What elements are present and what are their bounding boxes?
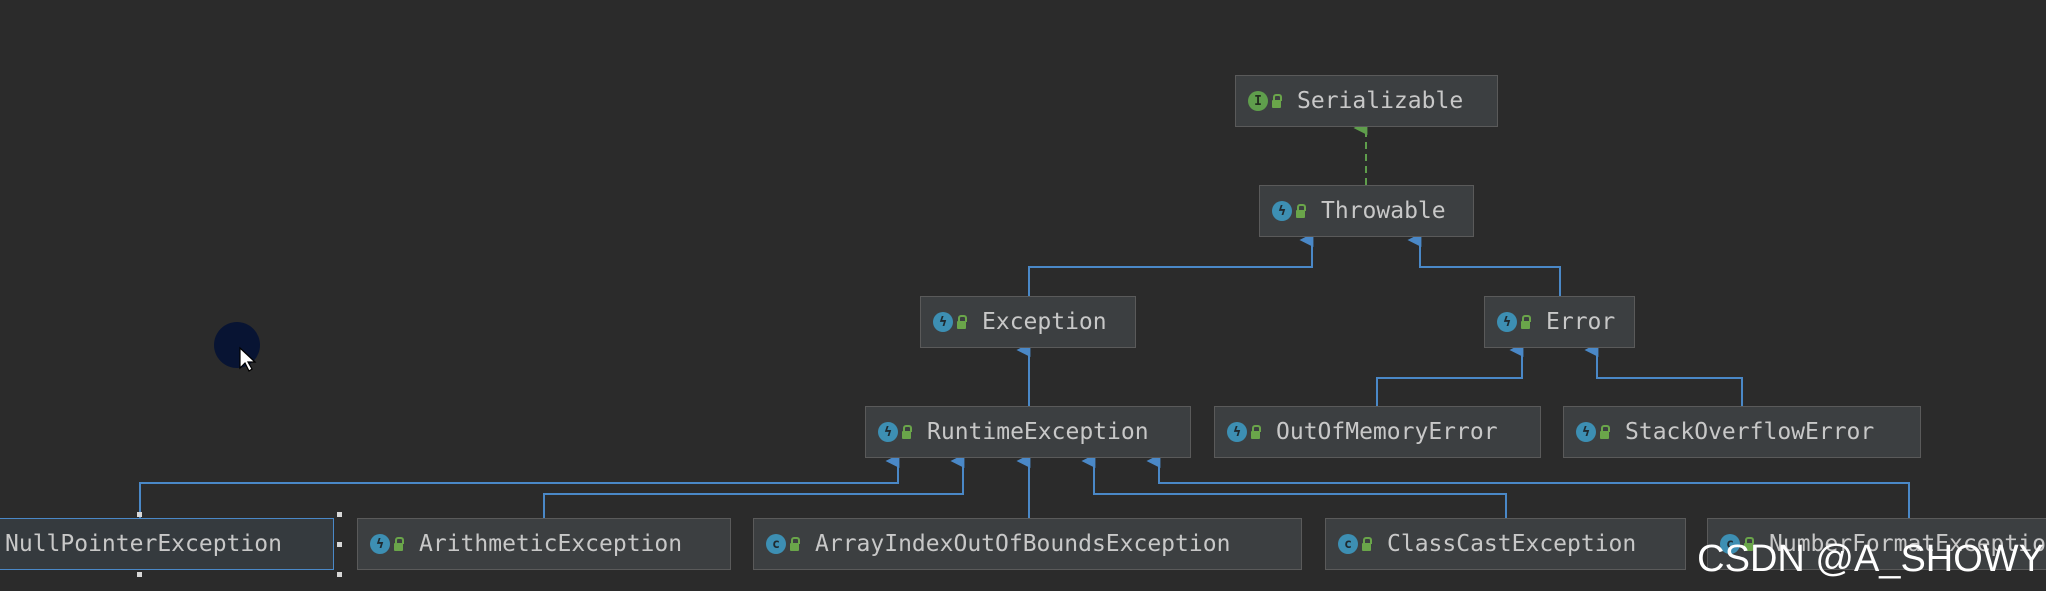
- node-label: NumberFormatException: [1769, 531, 2046, 557]
- exception-class-icon: ϟ: [1272, 201, 1292, 221]
- node-outofmemoryerror[interactable]: ϟ OutOfMemoryError: [1214, 406, 1541, 458]
- node-label: ArrayIndexOutOfBoundsException: [815, 531, 1231, 557]
- watermark: CSDN @A_SHOWY: [1697, 538, 2044, 580]
- exception-class-icon: ϟ: [878, 422, 898, 442]
- selection-handle[interactable]: [137, 512, 142, 517]
- node-label: StackOverflowError: [1625, 419, 1875, 445]
- edge-classcastexception-runtimeexception: [1081, 454, 1507, 518]
- exception-class-icon: ϟ: [933, 312, 953, 332]
- cursor-highlight: [214, 322, 260, 372]
- class-icon: c: [1338, 534, 1358, 554]
- node-label: Error: [1546, 309, 1616, 335]
- node-error[interactable]: ϟ Error: [1484, 296, 1635, 348]
- node-label: NullPointerException: [5, 531, 282, 557]
- lock-icon: [1296, 204, 1306, 218]
- selection-handle[interactable]: [337, 542, 342, 547]
- lock-icon: [1362, 537, 1372, 551]
- node-label: Serializable: [1297, 88, 1464, 114]
- class-icon: c: [1720, 534, 1740, 554]
- lock-icon: [1744, 537, 1754, 551]
- class-icon: c: [766, 534, 786, 554]
- exception-class-icon: ϟ: [1576, 422, 1596, 442]
- selection-handle[interactable]: [137, 572, 142, 577]
- node-numberformatexception[interactable]: c NumberFormatException: [1707, 518, 2046, 570]
- node-label: RuntimeException: [927, 419, 1149, 445]
- node-label: ArithmeticException: [419, 531, 683, 557]
- node-exception[interactable]: ϟ Exception: [920, 296, 1136, 348]
- pointer-cursor-icon: [239, 346, 257, 372]
- node-label: OutOfMemoryError: [1276, 419, 1498, 445]
- node-serializable[interactable]: I Serializable: [1235, 75, 1498, 127]
- edge-error-throwable: [1407, 233, 1561, 296]
- edge-outofmemoryerror-error: [1376, 343, 1524, 406]
- node-runtimeexception[interactable]: ϟ RuntimeException: [865, 406, 1191, 458]
- selection-handle[interactable]: [337, 512, 342, 517]
- lock-icon: [1521, 315, 1531, 329]
- exception-class-icon: ϟ: [1227, 422, 1247, 442]
- node-label: Throwable: [1321, 198, 1446, 224]
- interface-icon: I: [1248, 91, 1268, 111]
- lock-icon: [790, 537, 800, 551]
- lock-icon: [1272, 94, 1282, 108]
- lock-icon: [957, 315, 967, 329]
- lock-icon: [902, 425, 912, 439]
- lock-icon: [394, 537, 404, 551]
- edge-numberformatexception-runtimeexception: [1146, 454, 1910, 518]
- exception-class-icon: ϟ: [370, 534, 390, 554]
- edge-stackoverflowerror-error: [1584, 343, 1743, 406]
- edge-nullpointerexception-runtimeexception: [139, 454, 900, 518]
- node-arrayindexoutofboundsexception[interactable]: c ArrayIndexOutOfBoundsException: [753, 518, 1302, 570]
- edge-exception-throwable: [1028, 233, 1314, 296]
- exception-class-icon: ϟ: [1497, 312, 1517, 332]
- node-nullpointerexception[interactable]: NullPointerException: [0, 518, 334, 570]
- node-label: ClassCastException: [1387, 531, 1637, 557]
- lock-icon: [1600, 425, 1610, 439]
- node-classcastexception[interactable]: c ClassCastException: [1325, 518, 1686, 570]
- lock-icon: [1251, 425, 1261, 439]
- node-stackoverflowerror[interactable]: ϟ StackOverflowError: [1563, 406, 1921, 458]
- selection-handle[interactable]: [337, 572, 342, 577]
- node-label: Exception: [982, 309, 1107, 335]
- edge-arithmeticexception-runtimeexception: [543, 454, 965, 518]
- node-arithmeticexception[interactable]: ϟ ArithmeticException: [357, 518, 731, 570]
- node-throwable[interactable]: ϟ Throwable: [1259, 185, 1474, 237]
